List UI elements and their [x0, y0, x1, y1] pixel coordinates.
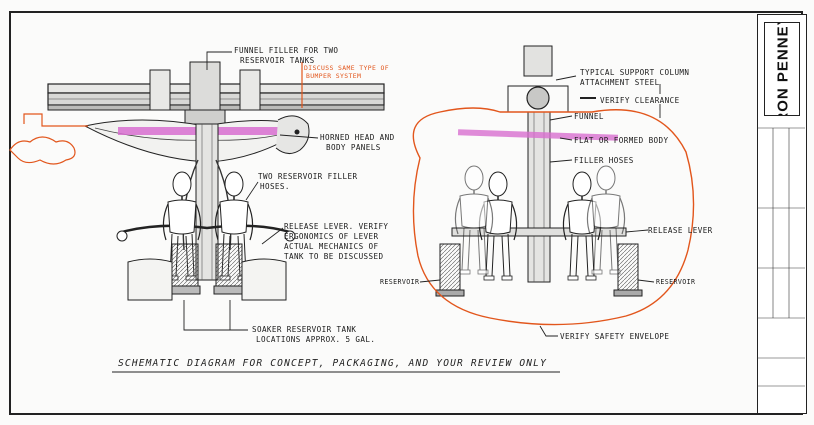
title-block: [757, 14, 807, 414]
label-horned-head-2: BODY PANELS: [326, 143, 381, 152]
label-release-3: ACTUAL MECHANICS OF: [284, 242, 379, 251]
label-soaker-1: SOAKER RESERVOIR TANK: [252, 325, 357, 334]
drawing-title: SCHEMATIC DIAGRAM FOR CONCEPT, PACKAGING…: [118, 358, 548, 369]
support-column: [507, 45, 569, 283]
label-release-4: TANK TO BE DISCUSSED: [284, 252, 384, 261]
reservoir-tanks: [167, 243, 247, 295]
safety-envelope: [412, 107, 695, 326]
label-filler-hoses: FILLER HOSES: [574, 156, 634, 165]
label-verify-clearance: VERIFY CLEARANCE: [600, 96, 680, 105]
label-discuss-bumper-1: DISCUSS SAME TYPE OF: [304, 64, 389, 72]
label-two-reservoir-1: TWO RESERVOIR FILLER: [258, 172, 358, 181]
label-reservoir-right: RESERVOIR: [656, 278, 696, 286]
designer-logo: RON PENNEY: [764, 22, 800, 116]
label-release-1: RELEASE LEVER. VERIFY: [284, 222, 389, 231]
label-soaker-2: LOCATIONS APPROX. 5 GAL.: [256, 335, 376, 344]
label-horned-head-1: HORNED HEAD AND: [320, 133, 395, 142]
title-block-grid: [757, 127, 805, 387]
label-reservoir-tanks: RESERVOIR TANKS: [240, 56, 315, 65]
label-flat-body: FLAT OR FORMED BODY: [574, 136, 669, 145]
label-release-2: ERGONOMICS OF LEVER: [284, 232, 379, 241]
label-reservoir-left: RESERVOIR: [380, 278, 420, 286]
label-release-lever: RELEASE LEVER: [648, 226, 713, 235]
label-support-2: ATTACHMENT STEEL: [580, 78, 660, 87]
label-funnel: FUNNEL: [574, 112, 604, 121]
overhead-track: [47, 61, 385, 125]
label-two-reservoir-2: HOSES.: [260, 182, 290, 191]
label-discuss-bumper-2: BUMPER SYSTEM: [306, 72, 362, 80]
reservoir-side-tanks: [435, 243, 643, 297]
logo-text: RON PENNEY: [774, 22, 792, 116]
label-safety-envelope: VERIFY SAFETY ENVELOPE: [560, 332, 670, 341]
flat-body-panel: [457, 129, 619, 141]
label-funnel-filler: FUNNEL FILLER FOR TWO: [234, 46, 339, 55]
label-support-1: TYPICAL SUPPORT COLUMN: [580, 68, 690, 77]
